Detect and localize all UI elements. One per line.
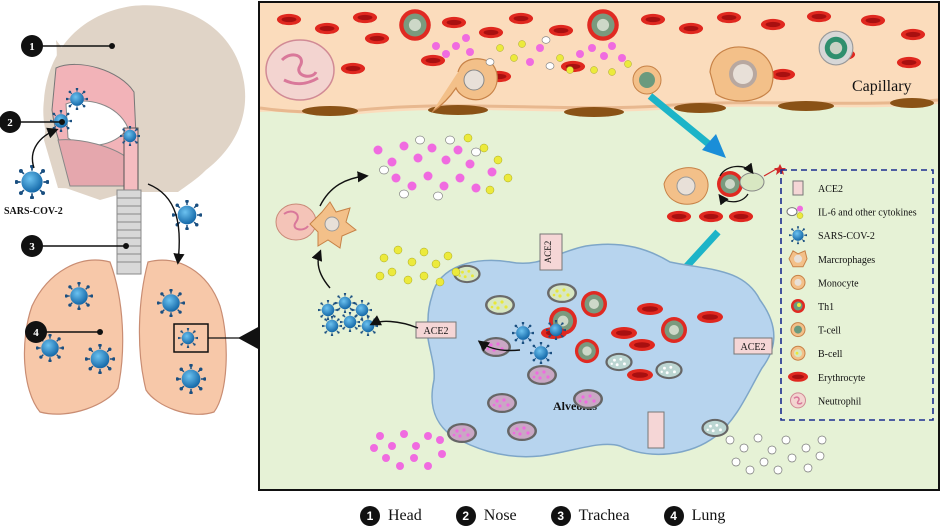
number-2-badge: 2 — [455, 506, 476, 526]
ace2-receptor-left: ACE2 — [415, 321, 457, 339]
macrophage-icon — [788, 250, 808, 268]
svg-text:ACE2: ACE2 — [741, 342, 766, 353]
receptor-icon — [792, 180, 804, 196]
macrophage-cells — [275, 201, 357, 249]
legend-item: B-cell — [790, 345, 843, 361]
legend-item: ACE2 — [792, 180, 843, 196]
marker-2: 2 — [0, 111, 65, 133]
legend-label: IL-6 and other cytokines — [818, 208, 917, 219]
bottom-legend-trachea: 3 Trachea — [550, 506, 630, 526]
bottom-legend-lung: 4 Lung — [663, 506, 726, 526]
bottom-legend-label: Trachea — [578, 507, 630, 524]
ace2-receptor-top: ACE2 — [539, 233, 563, 271]
bottom-legend-nose: 2 Nose — [455, 506, 517, 526]
legend-label: Th1 — [818, 302, 834, 313]
legend-item: Th1 — [791, 299, 834, 313]
marker-4: 4 — [25, 321, 103, 343]
neutrophil-icon — [790, 392, 806, 409]
svg-text:1: 1 — [29, 41, 35, 53]
svg-text:4: 4 — [33, 327, 39, 339]
legend-label: T-cell — [818, 326, 841, 337]
ace2-receptors: ACE2 ACE2 ACE2 — [415, 233, 773, 449]
bottom-legend-label: Lung — [691, 507, 726, 524]
svg-text:2: 2 — [7, 117, 13, 129]
legend-label: Erythrocyte — [818, 373, 866, 384]
bottom-legend-label: Nose — [483, 507, 517, 524]
trachea-illustration — [116, 189, 142, 275]
legend-item: T-cell — [790, 322, 841, 338]
sars-cov-2-label: SARS-COV-2 — [4, 206, 63, 217]
legend-item: Marcrophages — [788, 250, 875, 268]
legend-item: SARS-COV-2 — [789, 226, 875, 245]
zoom-pointer — [238, 326, 260, 350]
legend-label: Neutrophil — [818, 396, 862, 407]
legend-label: Monocyte — [818, 278, 859, 289]
legend-box — [780, 169, 934, 421]
legend-label: Marcrophages — [818, 255, 875, 266]
legend-item: Neutrophil — [790, 392, 862, 409]
cytokine-icon — [786, 205, 804, 219]
b-cell-icon — [790, 345, 806, 361]
svg-text:3: 3 — [29, 241, 35, 253]
zoom-panel-border — [258, 1, 940, 491]
cytokine-cloud-upper — [373, 133, 513, 201]
bottom-legend-head: 1 Head — [360, 506, 422, 526]
capillary-neutrophil — [265, 39, 335, 101]
bottom-legend-label: Head — [388, 507, 422, 524]
number-3-badge: 3 — [550, 506, 571, 526]
endothelial-cells — [302, 98, 934, 117]
th1-icon — [791, 299, 805, 313]
cytokine-cloud-pink-lower — [370, 430, 446, 470]
t-cell-icon — [790, 322, 806, 338]
number-4-badge: 4 — [663, 506, 684, 526]
capillary-cytokines — [432, 34, 632, 76]
head-illustration — [43, 5, 246, 200]
capillary-monocytes — [431, 46, 774, 113]
number-1-badge: 1 — [360, 506, 380, 526]
marker-1: 1 — [21, 35, 115, 57]
capillary-label: Capillary — [852, 78, 912, 95]
ace2-receptor-right: ACE2 — [733, 337, 773, 355]
ace2-receptor-bottom — [647, 411, 665, 449]
legend-item: Erythrocyte — [788, 371, 866, 384]
bottom-legend: 1 Head 2 Nose 3 Trachea 4 Lung — [360, 503, 920, 529]
legend-item: Monocyte — [790, 274, 859, 290]
svg-text:ACE2: ACE2 — [543, 241, 553, 264]
marker-3: 3 — [21, 235, 129, 257]
virus-icon — [789, 226, 807, 245]
activation-cluster — [663, 162, 786, 223]
erythrocyte-icon — [788, 371, 808, 382]
legend-label: B-cell — [818, 349, 843, 360]
cytokine-cloud-white-lower — [725, 433, 827, 475]
legend-item: IL-6 and other cytokines — [786, 205, 917, 219]
capillary-th1-cell — [818, 30, 854, 66]
cytokine-cloud-yellow — [375, 245, 461, 287]
lung-left — [23, 259, 124, 415]
svg-text:ACE2: ACE2 — [424, 326, 449, 337]
monocyte-icon — [790, 274, 806, 290]
legend-label: ACE2 — [818, 184, 843, 195]
legend-label: SARS-COV-2 — [818, 231, 875, 242]
